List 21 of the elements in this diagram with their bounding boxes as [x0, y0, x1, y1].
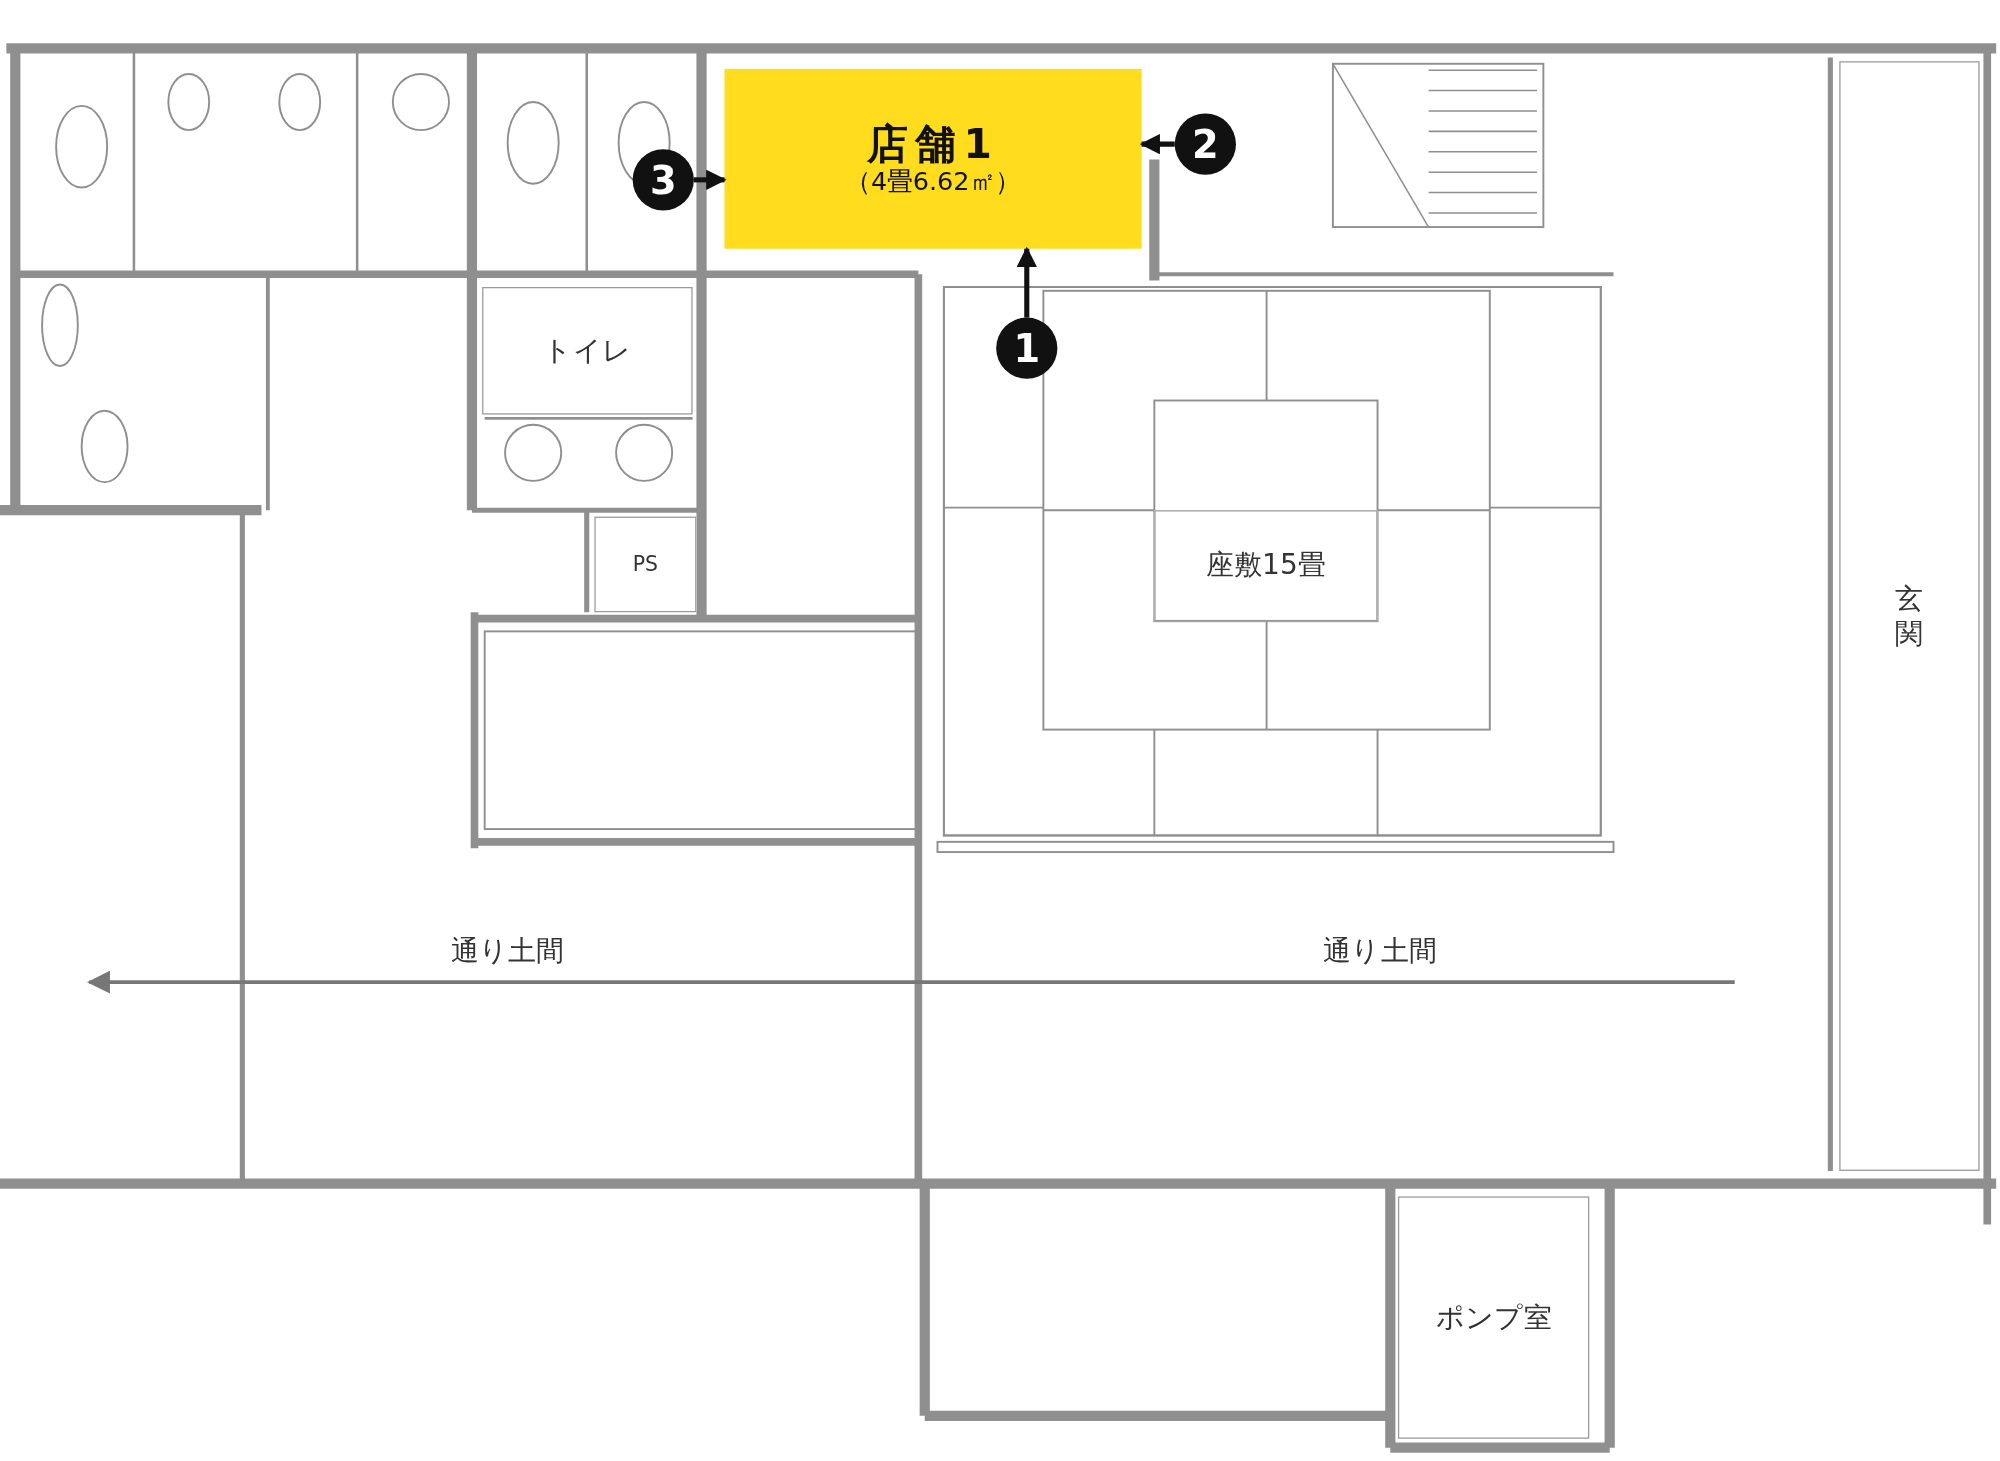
- arrow: [693, 169, 727, 191]
- arrow: [1016, 246, 1037, 318]
- room-area: [1154, 510, 1378, 622]
- area-label: 通り土間: [450, 933, 565, 969]
- room-label: トイレ: [543, 335, 632, 367]
- callout-number: 3: [632, 149, 694, 211]
- room-area: [1397, 1196, 1590, 1439]
- room-label: 玄関: [1894, 581, 1925, 652]
- room-area: [482, 287, 693, 415]
- area-size: （4畳6.62㎡）: [845, 167, 1021, 196]
- area-label: 通り土間: [1323, 933, 1437, 969]
- room-label: 店舗1: [866, 122, 1000, 168]
- room-label: PS: [632, 553, 659, 576]
- room-label: ポンプ室: [1435, 1302, 1552, 1334]
- arrow: [1139, 133, 1175, 155]
- room-area: [594, 516, 697, 613]
- highlighted-room: [724, 68, 1142, 249]
- callout-number: 2: [1174, 113, 1236, 175]
- callout-number: 1: [996, 317, 1058, 379]
- room-label: 座敷15畳: [1206, 550, 1326, 582]
- room-area: [1839, 61, 1980, 1171]
